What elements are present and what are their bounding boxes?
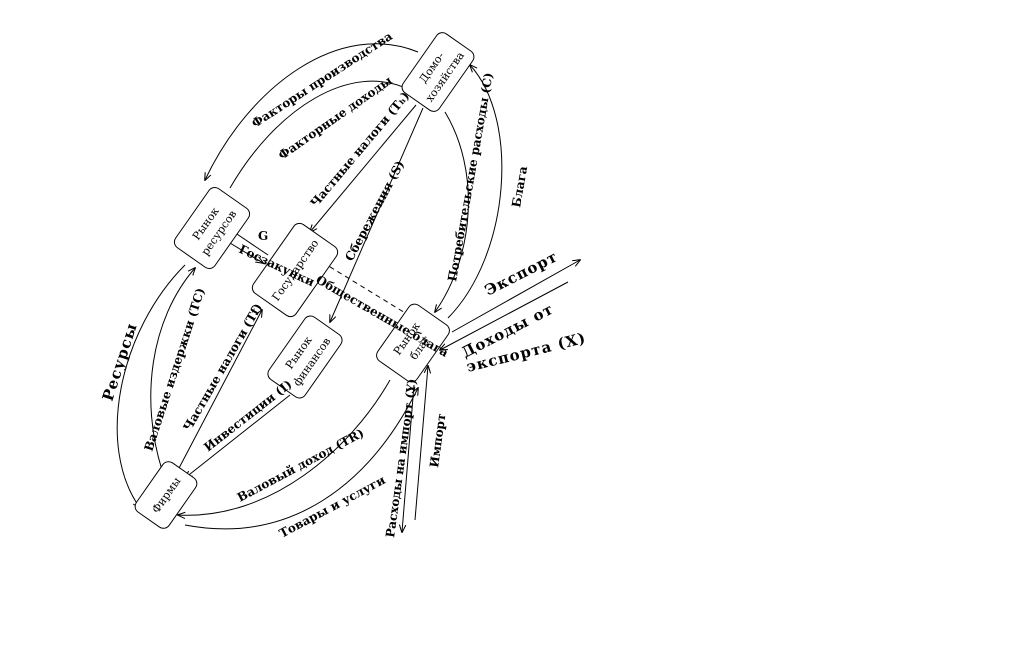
- flow-import-line: [414, 366, 428, 521]
- flow-export-line: [451, 260, 580, 333]
- flow-state-purchases-line: [224, 239, 263, 263]
- flow-resources-line: [116, 264, 186, 508]
- label-resources: Ресурсы: [99, 320, 141, 403]
- flow-factors-of-production-line: [205, 43, 419, 180]
- label-goods-and-services: Товары и услуги: [277, 473, 388, 541]
- flow-goods-and-services-line: [184, 388, 418, 530]
- flow-import-spending-line: [402, 384, 415, 532]
- flow-investment-line: [185, 394, 291, 478]
- flow-export-income-line: [440, 281, 569, 350]
- node-resource-market: Рынок ресурсов: [173, 186, 251, 270]
- label-import-spending: Расходы на импорт (Y): [383, 378, 419, 539]
- label-gross-costs: Валовые издержки (TC): [142, 286, 208, 453]
- flow-factor-income-line: [229, 80, 410, 189]
- node-households: Домо- хозяйства: [401, 32, 475, 112]
- label-factors-of-production: Факторы производства: [249, 29, 395, 131]
- flow-public-goods-line: [321, 261, 420, 322]
- label-goods: Блага: [509, 165, 530, 209]
- node-firms: Фирмы: [134, 461, 198, 529]
- flow-private-taxes-f-line: [177, 310, 262, 471]
- flow-gross-income-line: [178, 379, 391, 515]
- label-g: G: [258, 229, 268, 243]
- node-goods-market: Рынок благ: [376, 303, 450, 383]
- flow-gross-costs-line: [150, 268, 195, 471]
- label-savings: Сбережения (S): [342, 158, 407, 263]
- node-state: Государство: [251, 222, 339, 318]
- label-import: Импорт: [427, 413, 448, 469]
- flow-private-taxes-h-line: [310, 104, 417, 232]
- flow-consumer-spending-line: [435, 111, 469, 312]
- node-finance-market: Рынок финансов: [267, 315, 343, 399]
- flow-savings-line: [330, 107, 424, 322]
- flow-goods-line: [447, 65, 503, 319]
